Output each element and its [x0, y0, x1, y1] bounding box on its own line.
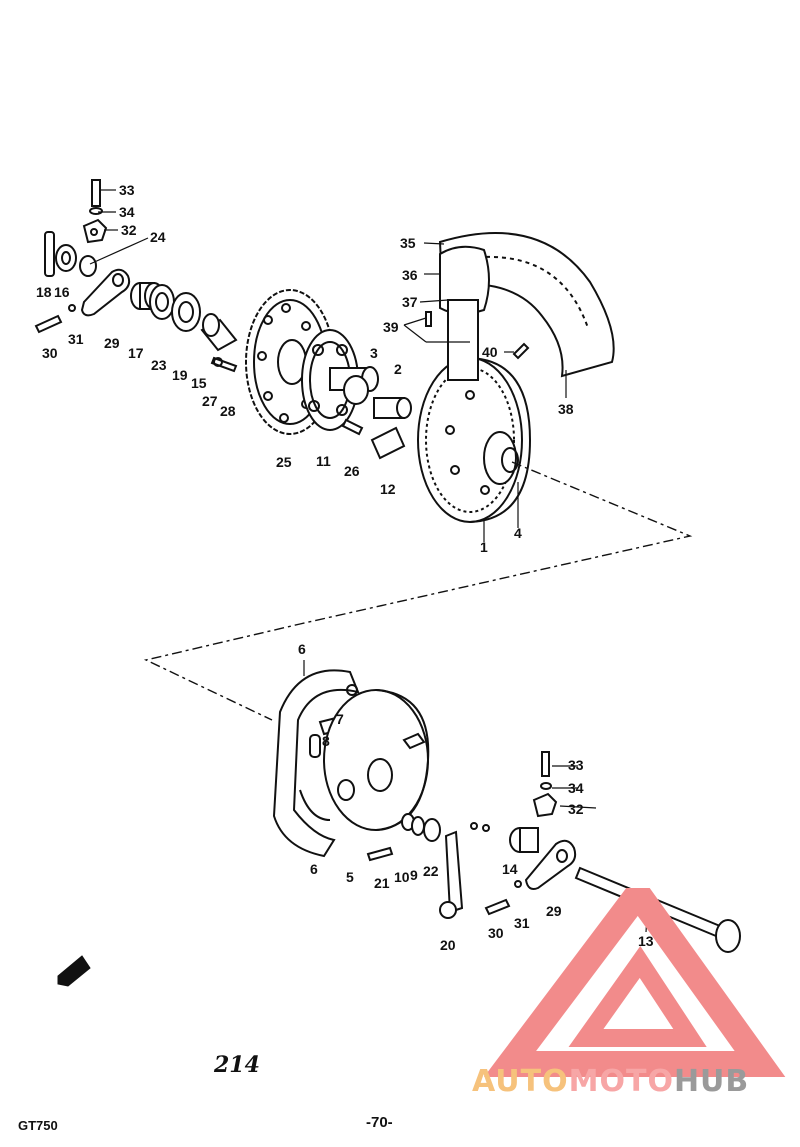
bolt-33-lower	[532, 751, 558, 818]
callout-21: 21	[374, 875, 390, 891]
model-code: GT750	[18, 1118, 58, 1133]
callout-16: 16	[54, 284, 70, 300]
callout-32-lower: 32	[568, 801, 584, 817]
axle-spacer-2	[373, 397, 412, 419]
figure-number: 214	[214, 1052, 260, 1078]
front-arrow-icon	[57, 955, 91, 987]
callout-8: 8	[322, 733, 330, 749]
spring-8	[309, 734, 321, 758]
seals-10-9-22	[401, 813, 441, 842]
brake-shoe-assembly-6	[272, 669, 360, 858]
callout-28: 28	[220, 403, 236, 419]
damper-12	[370, 426, 406, 460]
bolt-33-upper	[82, 179, 108, 244]
callout-12: 12	[380, 481, 396, 497]
callout-9: 9	[410, 867, 418, 883]
cam-lever-20	[439, 822, 490, 919]
callout-38: 38	[558, 401, 574, 417]
callout-26: 26	[344, 463, 360, 479]
callout-10: 10	[394, 869, 410, 885]
callout-39: 39	[383, 319, 399, 335]
callout-5: 5	[346, 869, 354, 885]
bearing-stack-17-23-19	[130, 282, 201, 332]
callout-30-lower: 30	[488, 925, 504, 941]
callout-22: 22	[423, 863, 439, 879]
callout-36: 36	[402, 267, 418, 283]
bolt-21	[366, 846, 394, 862]
callout-6-bottom: 6	[310, 861, 318, 877]
watermark-text: AUTOMOTOHUB	[472, 1064, 750, 1099]
bolt-27-28	[210, 356, 238, 373]
callout-30: 30	[42, 345, 58, 361]
callout-29: 29	[104, 335, 120, 351]
callout-20: 20	[440, 937, 456, 953]
callout-17: 17	[128, 345, 144, 361]
spacer-14	[509, 827, 539, 853]
mud-cover-35-36	[439, 245, 490, 381]
callout-4: 4	[514, 525, 522, 541]
bolt-39	[425, 311, 432, 327]
stud-18-washer-16	[44, 231, 97, 277]
callout-33-lower: 33	[568, 757, 584, 773]
bolt-40	[512, 342, 530, 360]
bolt-26	[341, 418, 364, 436]
callout-11: 11	[316, 453, 331, 469]
torque-arm-29-upper	[80, 268, 131, 317]
callout-7: 7	[336, 711, 344, 727]
callout-35: 35	[400, 235, 416, 251]
callout-15: 15	[191, 375, 207, 391]
bolt-30-upper	[34, 304, 76, 334]
callout-34: 34	[119, 204, 135, 220]
callout-33: 33	[119, 182, 135, 198]
callout-14: 14	[502, 861, 518, 877]
callout-3: 3	[370, 345, 378, 361]
callout-6-top: 6	[298, 641, 306, 657]
page-number: -70-	[366, 1114, 393, 1131]
callout-24: 24	[150, 229, 166, 245]
callout-40: 40	[482, 344, 498, 360]
callout-32: 32	[121, 222, 137, 238]
automotohub-logo	[483, 888, 786, 1077]
bolt-30-lower	[484, 880, 522, 916]
callout-2: 2	[394, 361, 402, 377]
callout-23: 23	[151, 357, 167, 373]
callout-labels: 33 34 32 24 18 16 30 31 29 17 23 19 15 2…	[36, 182, 654, 953]
wheel-hub-1	[417, 357, 532, 523]
spacer-15	[200, 313, 238, 352]
callout-31-lower: 31	[514, 915, 530, 931]
brake-panel-5	[323, 689, 430, 831]
torque-arm-29-lower	[524, 839, 577, 890]
callout-29-lower: 29	[546, 903, 562, 919]
callout-37: 37	[402, 294, 418, 310]
callout-34-lower: 34	[568, 780, 584, 796]
callout-18: 18	[36, 284, 52, 300]
axle-spacer-3	[329, 366, 379, 405]
callout-13: 13	[638, 933, 654, 949]
callout-27: 27	[202, 393, 218, 409]
callout-19: 19	[172, 367, 188, 383]
callout-25: 25	[276, 454, 292, 470]
callout-1: 1	[480, 539, 488, 555]
assembly-connection-lines	[143, 461, 693, 721]
callout-31: 31	[68, 331, 84, 347]
